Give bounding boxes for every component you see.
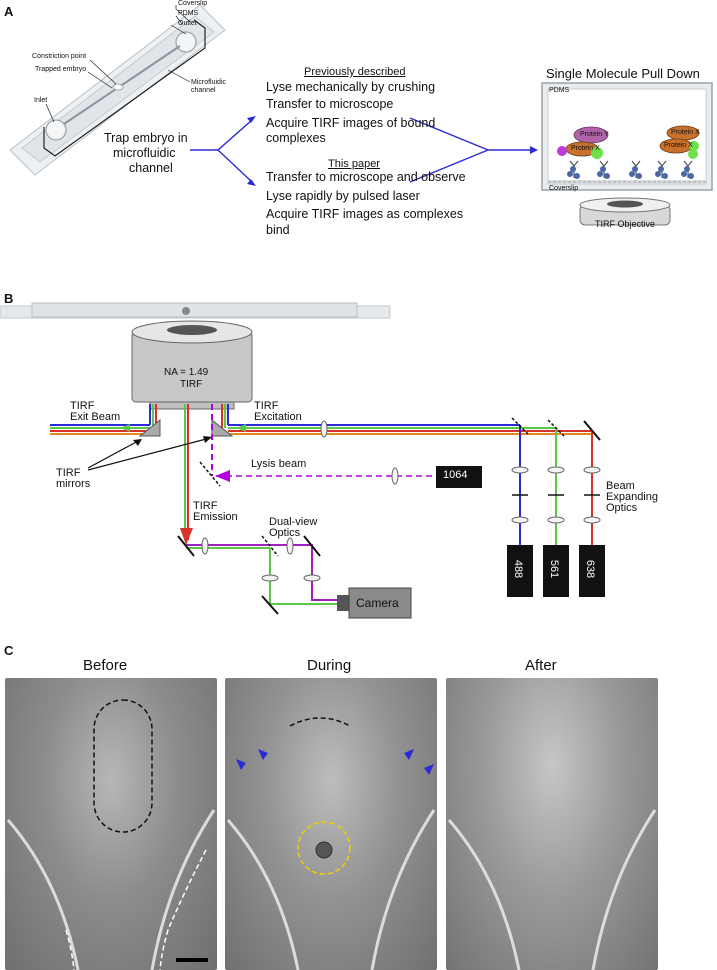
mirrors-2: mirrors bbox=[56, 478, 91, 490]
mirrors-1: TIRF bbox=[56, 467, 81, 479]
simpull-schematic bbox=[541, 82, 713, 226]
this-paper-header: This paper bbox=[328, 158, 380, 170]
trap-text-2: microfluidic bbox=[113, 146, 176, 160]
panel-a-label: A bbox=[4, 4, 14, 19]
protein-x-label-2: Protein X bbox=[671, 129, 700, 136]
label-channel: channel bbox=[191, 87, 216, 94]
excitation-2: Excitation bbox=[254, 411, 302, 423]
protein-x-label-3: Protein X bbox=[664, 142, 693, 149]
title-before: Before bbox=[83, 657, 128, 674]
micrograph-after bbox=[446, 678, 658, 970]
tirf-objective-label: TIRF Objective bbox=[595, 219, 656, 229]
label-outlet: Outlet bbox=[178, 20, 197, 27]
simpull-title: Single Molecule Pull Down bbox=[546, 66, 700, 81]
lysis-beam-label: Lysis beam bbox=[251, 458, 307, 470]
this-paper-step-4: bind bbox=[266, 223, 290, 237]
label-inlet: Inlet bbox=[34, 97, 48, 104]
objective-na: NA = 1.49 bbox=[164, 367, 209, 378]
previous-step-2: Transfer to microscope bbox=[266, 97, 394, 111]
dual-view-1: Dual-view bbox=[269, 516, 318, 528]
protein-x-label-1: Protein X bbox=[571, 145, 600, 152]
panel-a-graphics bbox=[9, 4, 713, 226]
panel-b-graphics bbox=[0, 302, 605, 619]
objective-type: TIRF bbox=[180, 379, 203, 390]
title-during: During bbox=[307, 657, 352, 674]
beam-expanding-3: Optics bbox=[606, 502, 638, 514]
this-paper-step-2: Lyse rapidly by pulsed laser bbox=[266, 189, 420, 203]
previous-step-3: Acquire TIRF images of bound bbox=[266, 116, 436, 130]
exit-beam-2: Exit Beam bbox=[70, 411, 121, 423]
beam-expanding-2: Expanding bbox=[606, 491, 658, 503]
micrograph-during bbox=[225, 678, 437, 970]
simpull-coverslip: Coverslip bbox=[549, 185, 579, 192]
previous-step-4: complexes bbox=[266, 131, 326, 145]
this-paper-step-1: Transfer to microscope and observe bbox=[266, 170, 466, 184]
label-pdms: PDMS bbox=[178, 10, 199, 17]
dual-view-2: Optics bbox=[269, 527, 301, 539]
camera-label: Camera bbox=[356, 596, 399, 610]
microfluidic-device bbox=[9, 4, 226, 176]
label-microfluidic: Microfluidic bbox=[191, 79, 227, 86]
panel-c-label: C bbox=[4, 643, 14, 658]
label-constriction: Constriction point bbox=[32, 53, 87, 60]
label-trapped: Trapped embryo bbox=[35, 66, 87, 73]
emission-1: TIRF bbox=[193, 500, 218, 512]
micrograph-before bbox=[5, 678, 217, 970]
excitation-1: TIRF bbox=[254, 400, 279, 412]
trap-text-1: Trap embryo in bbox=[104, 131, 188, 145]
simpull-pdms: PDMS bbox=[549, 87, 570, 94]
label-coverslip: Coverslip bbox=[178, 0, 208, 7]
protein-y-label: Protein Y bbox=[580, 131, 609, 138]
panel-b-label: B bbox=[4, 291, 14, 306]
previous-step-1: Lyse mechanically by crushing bbox=[266, 80, 436, 94]
previous-header: Previously described bbox=[304, 66, 406, 78]
laser-1064: 1064 bbox=[443, 469, 468, 481]
trap-text-3: channel bbox=[129, 161, 173, 175]
title-after: After bbox=[525, 657, 557, 674]
this-paper-step-3: Acquire TIRF images as complexes bbox=[266, 207, 464, 221]
emission-2: Emission bbox=[193, 511, 238, 523]
exit-beam-1: TIRF bbox=[70, 400, 95, 412]
beam-expanding-1: Beam bbox=[606, 480, 635, 492]
